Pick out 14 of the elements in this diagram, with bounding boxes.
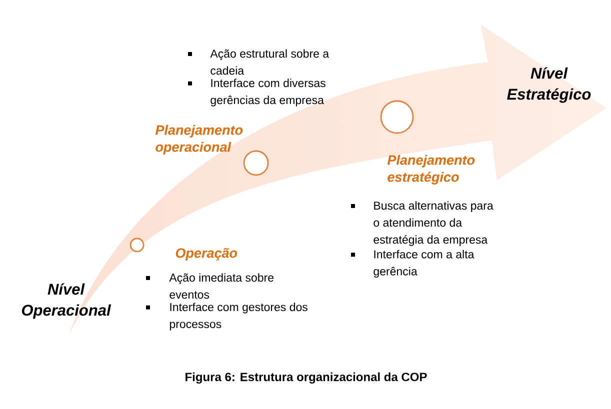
milestone-circle: [243, 150, 269, 176]
list-item: Interface com diversas gerências da empresa: [210, 78, 326, 106]
level-label: Nível Operacional: [22, 283, 112, 319]
figure-caption: Figura 6: Estrutura organizacional da COP: [186, 372, 427, 384]
list-item: Busca alternativas para o atendimento da estratégia da empresa: [374, 201, 494, 246]
list-item: Ação estrutural sobre a cadeia: [210, 49, 330, 75]
list-item: Interface com gestores dos processos: [170, 302, 308, 330]
milestone-circle: [380, 100, 414, 134]
list-item: Ação imediata sobre eventos: [169, 273, 274, 299]
step-heading: Planejamento estratégico: [387, 154, 475, 184]
milestone-circle: [130, 238, 144, 252]
step-heading: Operação: [176, 248, 238, 260]
list-item: Interface com a alta gerência: [374, 250, 474, 278]
step-heading: Planejamento operacional: [155, 124, 243, 154]
